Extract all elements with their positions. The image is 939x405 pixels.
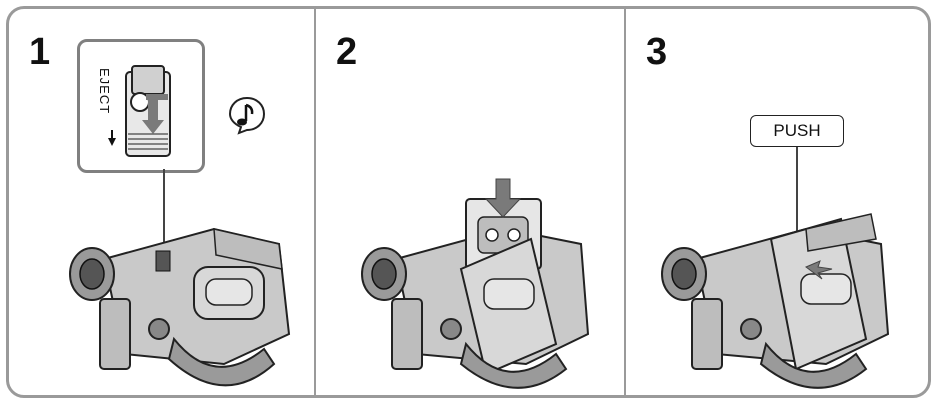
camcorder-illustration-2 [356, 169, 616, 399]
beep-music-note-icon [227, 95, 267, 135]
step-1-number: 1 [29, 33, 50, 71]
instruction-frame: 1 EJECT [6, 6, 931, 398]
step-2-number: 2 [336, 33, 357, 71]
step-3-number: 3 [646, 33, 667, 71]
push-label: PUSH [750, 115, 844, 147]
step-1-panel: 1 EJECT [9, 9, 314, 395]
camcorder-illustration-3 [656, 179, 916, 399]
step-2-panel: 2 [316, 9, 624, 395]
step-3-panel: 3 PUSH [626, 9, 928, 395]
eject-switch-illustration [80, 42, 208, 176]
eject-callout: EJECT [77, 39, 205, 173]
camcorder-illustration-1 [64, 189, 304, 389]
